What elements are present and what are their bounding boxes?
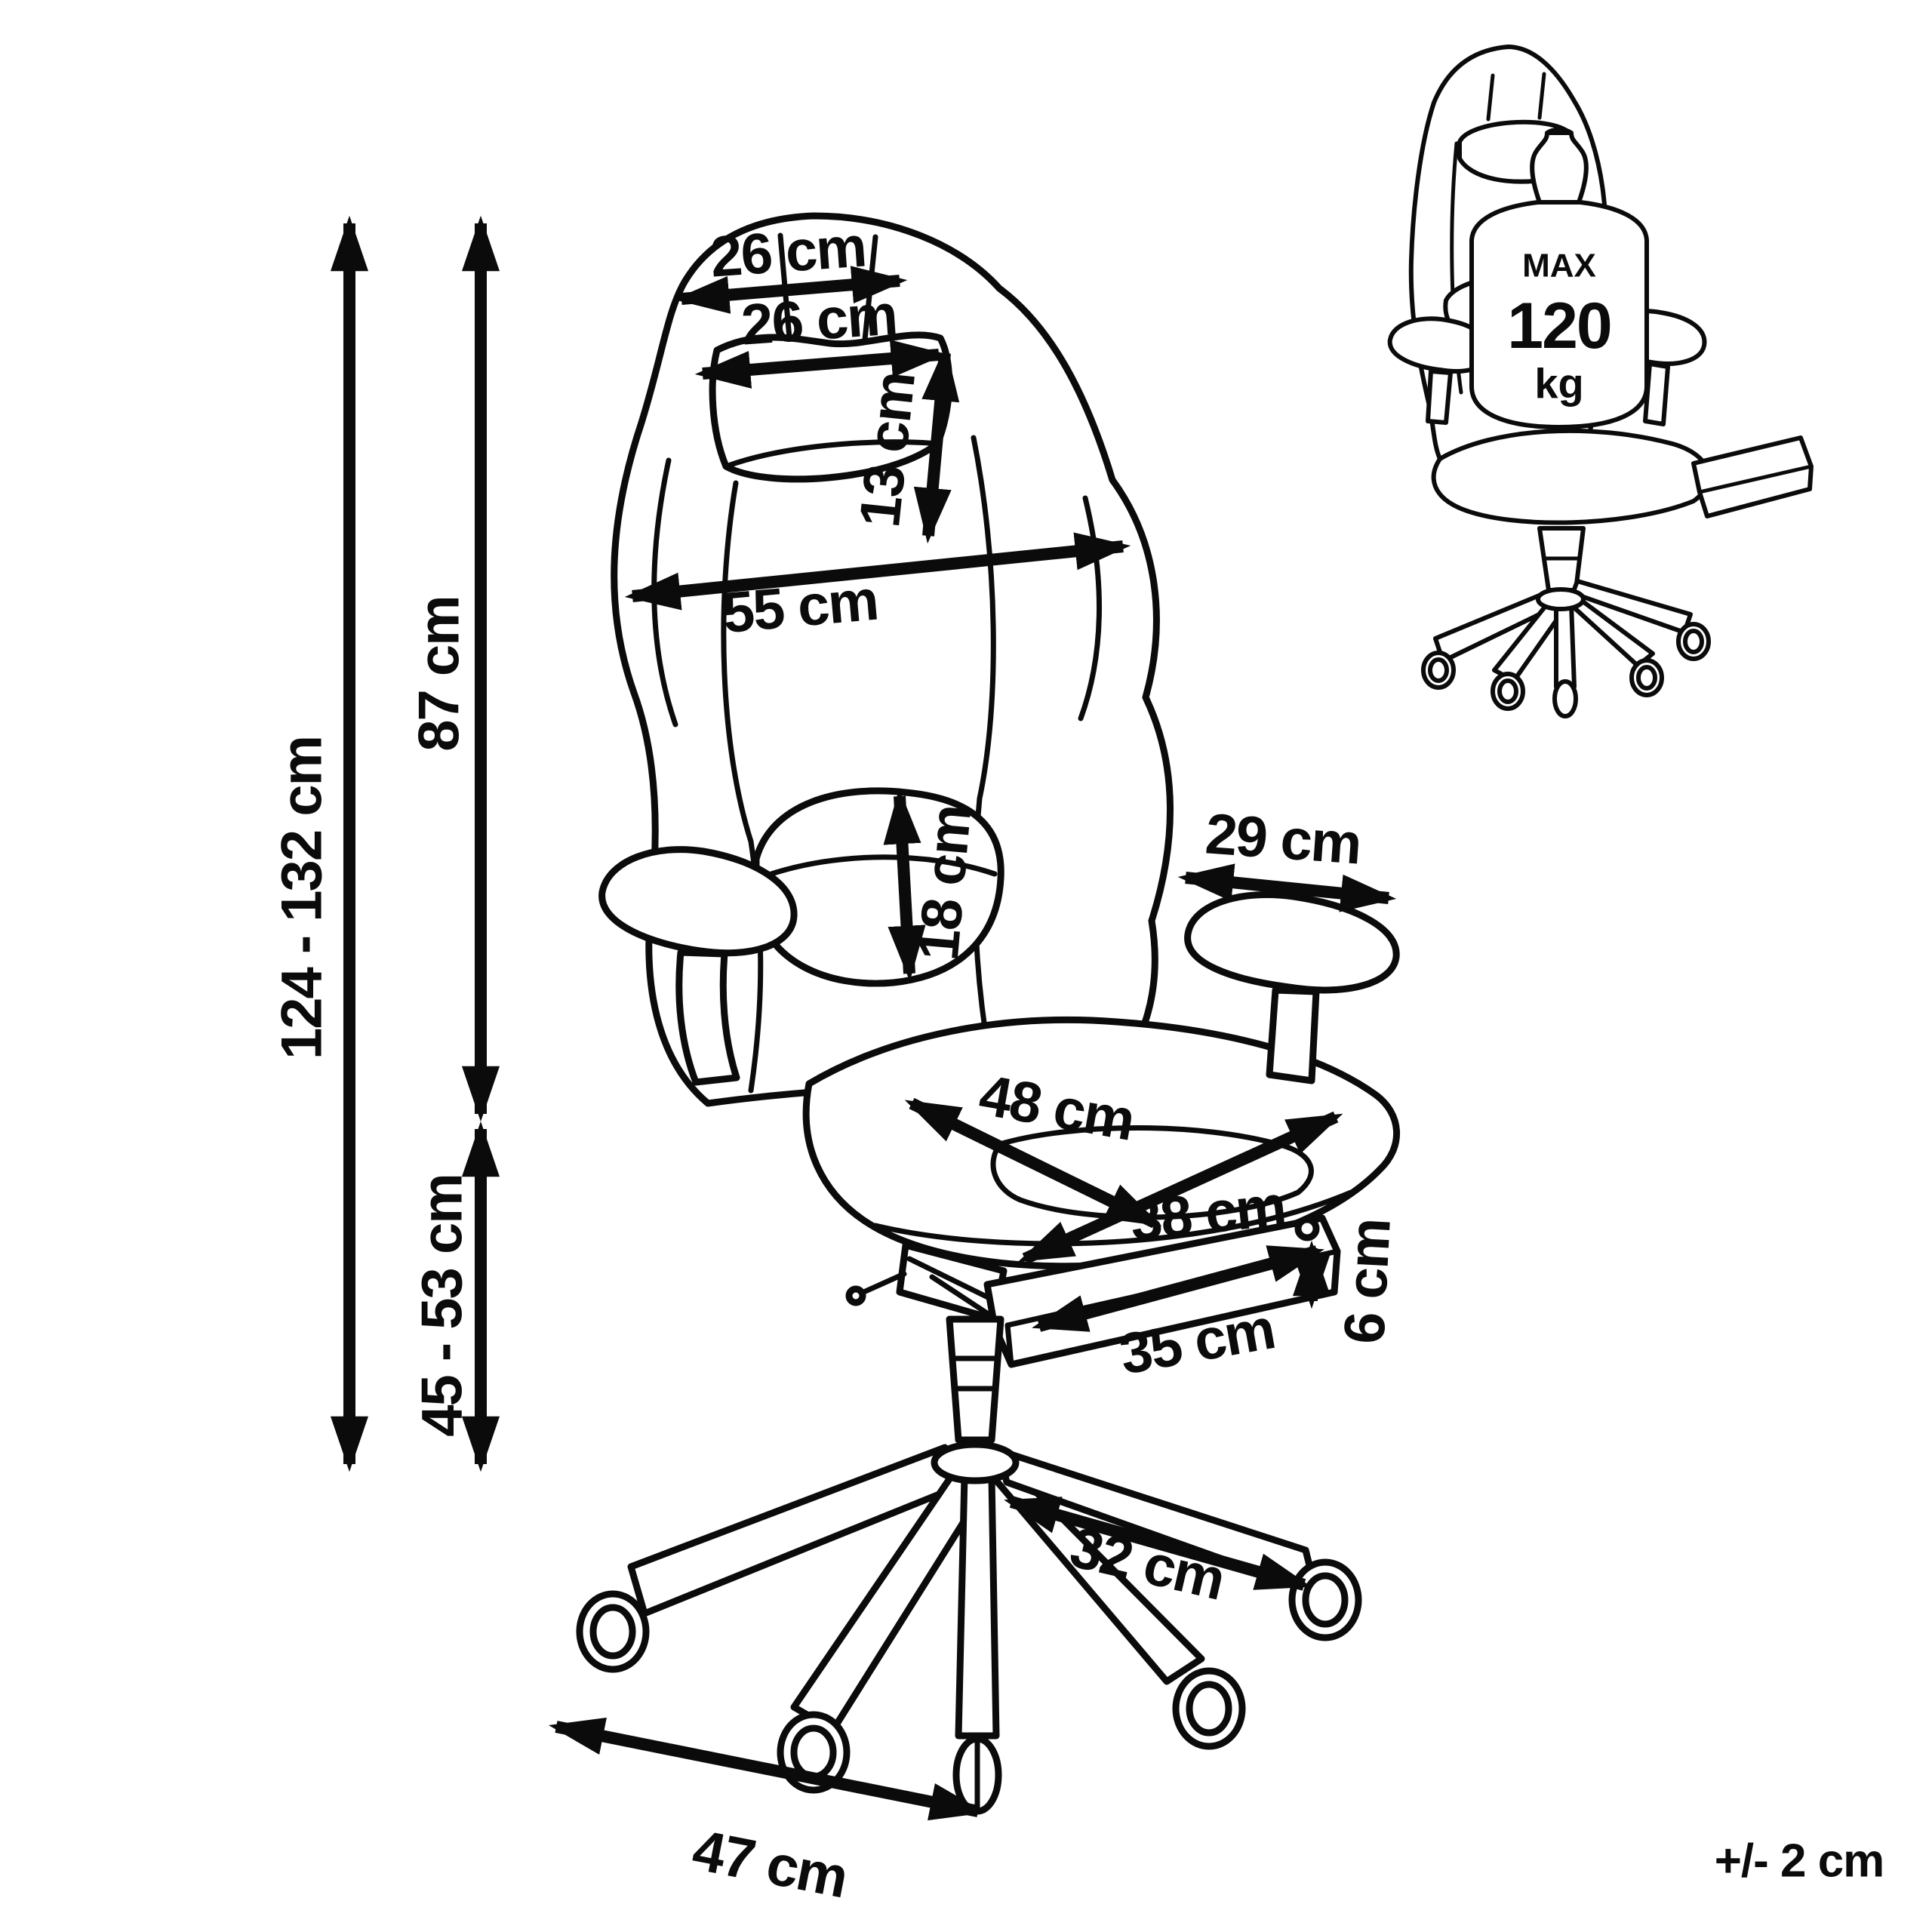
arrow-headrest-width xyxy=(673,266,908,314)
inset-footrest xyxy=(1691,435,1814,518)
dim-label-lumbar-pillow-height: 18 cm xyxy=(906,803,984,963)
lumbar-pillow-seam xyxy=(764,854,998,878)
arrow-headrest-pillow-height xyxy=(913,345,960,544)
inset-base-arm-right xyxy=(1571,579,1693,635)
left-armrest-pad xyxy=(598,846,798,957)
caster-front-right-inner xyxy=(1186,1681,1232,1737)
dimension-arrows xyxy=(330,215,1397,1821)
inset-seat xyxy=(1431,428,1711,525)
dim-label-armrest-length: 29 cm xyxy=(1204,801,1363,876)
caster-right-inner xyxy=(1302,1572,1349,1628)
tolerance-note: +/- 2 cm xyxy=(1715,1835,1884,1887)
lumbar-pillow xyxy=(752,787,1004,987)
dim-label-footrest-thickness: 6 cm xyxy=(1332,1217,1403,1345)
caster-front-left-inner xyxy=(790,1724,837,1780)
gas-lift-column xyxy=(946,1315,1004,1444)
kettlebell-knob-top xyxy=(1545,128,1574,135)
inset-strap-right xyxy=(1537,72,1546,120)
footrest-slab-edge-left xyxy=(1004,1322,1014,1367)
inset-base-hub xyxy=(1536,587,1586,611)
dim-label-headrest-pillow-width: 26 cm xyxy=(740,282,899,357)
arrow-seat-width xyxy=(1017,1111,1343,1265)
inset-strap-left xyxy=(1486,73,1495,122)
dim-label-backrest-height: 87 cm xyxy=(408,596,472,752)
dim-label-seat-height: 45 - 53 cm xyxy=(411,1174,475,1437)
inset-caster-1-inner xyxy=(1428,657,1449,683)
arrow-lumbar-pillow-height xyxy=(883,788,926,982)
arrow-footrest-depth xyxy=(1032,1245,1324,1332)
kettlebell-body xyxy=(1469,200,1649,429)
backrest-wing-seam-right xyxy=(1078,495,1102,721)
arrow-base-arm-length xyxy=(1004,1496,1312,1591)
base-hub xyxy=(931,1441,1020,1484)
inset-caster-3 xyxy=(1552,679,1578,718)
arrow-backrest-width xyxy=(624,532,1131,611)
footrest-knob xyxy=(1294,1216,1320,1241)
inset-caster-4-inner xyxy=(1636,665,1657,691)
max-load-unit: kg xyxy=(1534,360,1583,408)
max-load-label: MAX xyxy=(1522,248,1596,285)
dim-label-base-width: 47 cm xyxy=(688,1818,852,1911)
inset-left-armrest-post xyxy=(1426,369,1453,425)
inset-footrest-edge xyxy=(1697,464,1814,494)
inset-caster-5-inner xyxy=(1683,629,1704,654)
dim-label-backrest-width: 55 cm xyxy=(720,568,880,646)
tilt-lever xyxy=(857,1271,907,1297)
right-armrest-pad xyxy=(1184,891,1400,994)
footrest-rail-back xyxy=(906,1256,995,1303)
kettlebell-knob xyxy=(1530,131,1589,205)
max-load-value: 120 xyxy=(1507,290,1611,362)
inset-base-arm-front xyxy=(1554,601,1577,689)
caster-left-inner xyxy=(589,1604,636,1660)
base-arm-front xyxy=(955,1472,1000,1740)
left-armrest-post xyxy=(675,949,740,1086)
inset-caster-2-inner xyxy=(1497,678,1518,704)
arrow-headrest-pillow-width xyxy=(694,340,947,389)
right-armrest-post xyxy=(1266,986,1320,1084)
dim-label-total-height: 124 - 132 cm xyxy=(270,737,334,1060)
arrow-armrest-length xyxy=(1177,863,1397,912)
dim-label-headrest-width: 26 cm xyxy=(709,214,868,289)
max-load-inset: MAX 120 kg xyxy=(1387,45,1814,718)
footrest-rail-front xyxy=(929,1274,999,1322)
tilt-lever-knob xyxy=(845,1285,866,1306)
arrow-base-width xyxy=(548,1717,986,1821)
